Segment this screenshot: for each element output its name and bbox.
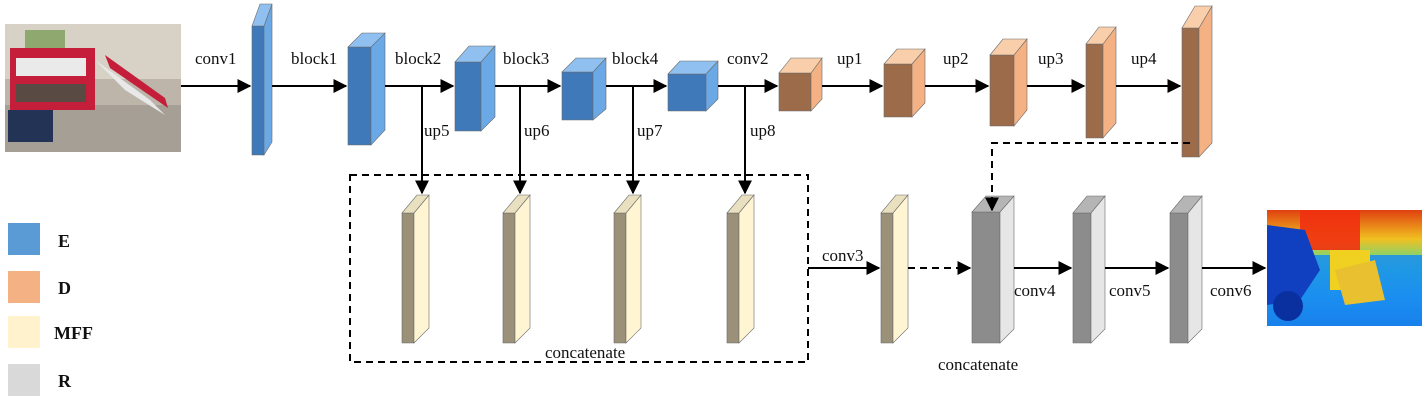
- mff-block-up5: [401, 194, 430, 344]
- mff-block-up8: [726, 194, 755, 344]
- mff-block-conv3: [880, 194, 909, 344]
- legend-swatch-e: [8, 223, 40, 255]
- mff-block-up7: [613, 194, 642, 344]
- legend-swatch-d: [8, 271, 40, 303]
- legend-label-mff: MFF: [54, 323, 93, 343]
- output-depth-map: [1267, 210, 1422, 326]
- label-up5: up5: [424, 121, 450, 140]
- legend-swatch-r: [8, 364, 40, 396]
- encoder-block-conv1: [251, 3, 273, 157]
- label-block2: block2: [395, 49, 441, 68]
- concatenate-box: [349, 174, 809, 363]
- decoder-block-up4: [1085, 26, 1117, 139]
- label-block3: block3: [503, 49, 549, 68]
- label-conv4: conv4: [1014, 281, 1056, 300]
- encoder-block-block3: [561, 57, 607, 121]
- label-block4: block4: [612, 49, 659, 68]
- input-image: [5, 24, 181, 152]
- decoder-block-final: [1181, 4, 1213, 158]
- label-conv6: conv6: [1210, 281, 1252, 300]
- refine-block-conv5: [1169, 195, 1203, 344]
- label-up4: up4: [1131, 49, 1157, 68]
- legend: E D MFF R: [8, 223, 93, 396]
- decoder-block-up2: [883, 48, 926, 118]
- label-up6: up6: [524, 121, 550, 140]
- label-conv1: conv1: [195, 49, 237, 68]
- label-conv3: conv3: [822, 246, 864, 265]
- label-concatenate-mff: concatenate: [545, 343, 625, 362]
- label-up7: up7: [637, 121, 663, 140]
- legend-label-r: R: [58, 371, 72, 391]
- mff-block-up6: [502, 194, 531, 344]
- label-up3: up3: [1038, 49, 1064, 68]
- label-up8: up8: [750, 121, 776, 140]
- label-conv2: conv2: [727, 49, 769, 68]
- decoder-block-up3: [989, 38, 1028, 127]
- label-concatenate-r: concatenate: [938, 355, 1018, 374]
- decoder-block-up1: [778, 57, 823, 112]
- encoder-block-block1: [347, 32, 386, 146]
- refine-block-conv4: [1072, 195, 1106, 344]
- legend-label-d: D: [58, 278, 71, 298]
- label-conv5: conv5: [1109, 281, 1151, 300]
- legend-swatch-mff: [8, 316, 40, 348]
- arrow-decoder-to-concat: [985, 142, 1190, 212]
- label-up2: up2: [943, 49, 969, 68]
- legend-label-e: E: [58, 231, 70, 251]
- encoder-block-block4: [667, 60, 719, 112]
- refine-block-concat: [971, 195, 1015, 344]
- label-block1: block1: [291, 49, 337, 68]
- encoder-block-block2: [454, 45, 496, 132]
- label-up1: up1: [837, 49, 863, 68]
